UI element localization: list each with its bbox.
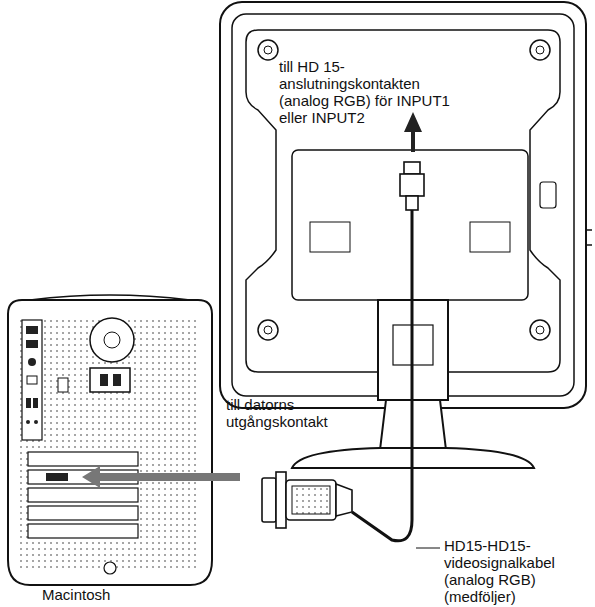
video-cable bbox=[352, 210, 412, 541]
connector-label: till HD 15-anslutningskontakten (analog … bbox=[279, 58, 457, 126]
connect-arrow bbox=[82, 466, 240, 488]
cable-label: HD15-HD15-videosignalkabel (analog RGB) … bbox=[444, 537, 592, 605]
connector-label: till datorns utgångskontakt bbox=[226, 396, 344, 430]
hd15-connector bbox=[262, 472, 352, 528]
macintosh-tower bbox=[8, 295, 212, 585]
monitor-back bbox=[220, 2, 592, 408]
hd15-plug bbox=[400, 162, 424, 210]
insert-arrow bbox=[404, 112, 422, 152]
computer-label: Macintosh bbox=[42, 586, 162, 603]
leader-line bbox=[416, 548, 440, 549]
